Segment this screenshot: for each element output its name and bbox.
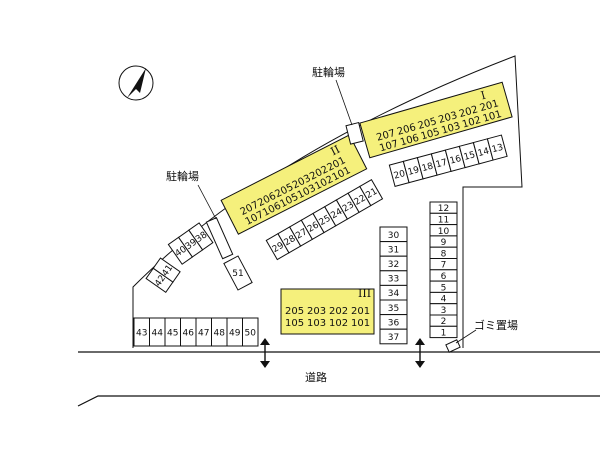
parking-col-30-37: 30 31 32 33 34 35 36 37 bbox=[379, 226, 408, 345]
room-number: 103 bbox=[440, 121, 461, 137]
parking-slot bbox=[429, 325, 458, 339]
building-id: I bbox=[479, 89, 487, 103]
bike-parking-structure bbox=[205, 217, 234, 260]
parking-slot-number: 46 bbox=[183, 329, 195, 339]
entrance-arrow-icon bbox=[260, 338, 270, 368]
parking-slot-number: 44 bbox=[152, 329, 164, 339]
parking-slot-number: 33 bbox=[388, 275, 399, 285]
road-label: 道路 bbox=[305, 370, 327, 384]
parking-slot-number: 10 bbox=[438, 227, 450, 237]
room-number: 205 bbox=[285, 306, 304, 317]
room-number: 203 bbox=[307, 306, 326, 317]
parking-slot-number: 35 bbox=[388, 304, 399, 314]
room-number: 202 bbox=[329, 306, 348, 317]
parking-slot-number: 15 bbox=[463, 150, 477, 163]
room-number: 101 bbox=[351, 318, 370, 329]
building-id: III bbox=[358, 287, 371, 300]
parking-slot-number: 51 bbox=[232, 269, 243, 279]
parking-slot bbox=[188, 222, 214, 251]
room-number: 102 bbox=[461, 115, 482, 131]
site-boundary bbox=[132, 55, 523, 348]
parking-slot-number: 27 bbox=[294, 227, 309, 241]
parking-slot-number: 6 bbox=[441, 272, 447, 282]
room-number: 103 bbox=[307, 318, 326, 329]
bike-parking-label: 駐輪場 bbox=[166, 169, 199, 183]
parking-slot-number: 48 bbox=[214, 329, 226, 339]
parking-slot-number: 22 bbox=[353, 193, 368, 207]
parking-slot-number: 49 bbox=[229, 329, 241, 339]
parking-51: 51 bbox=[223, 255, 253, 291]
parking-slot bbox=[242, 317, 259, 347]
room-number: 206 bbox=[396, 122, 417, 138]
room-number: 101 bbox=[482, 109, 503, 125]
room-number: 105 bbox=[420, 127, 441, 143]
parking-slot-number: 4 bbox=[441, 295, 447, 305]
parking-slot-number: 32 bbox=[388, 260, 399, 270]
room-number: 205 bbox=[417, 116, 438, 132]
parking-slot-number: 31 bbox=[388, 245, 399, 255]
parking-slot-number: 16 bbox=[449, 154, 463, 167]
parking-slot-number: 34 bbox=[388, 289, 400, 299]
room-number: 107 bbox=[378, 139, 399, 155]
parking-slot bbox=[152, 257, 181, 283]
room-number: 207 bbox=[375, 128, 396, 144]
parking-slot-number: 37 bbox=[388, 333, 399, 343]
trash-area-label: ゴミ置場 bbox=[474, 318, 518, 332]
bike-parking-label: 駐輪場 bbox=[312, 65, 345, 79]
parking-slot-number: 43 bbox=[136, 329, 147, 339]
room-number: 201 bbox=[351, 306, 370, 317]
leader-line bbox=[455, 329, 477, 344]
parking-slot-number: 45 bbox=[167, 329, 178, 339]
parking-slot-number: 5 bbox=[441, 283, 447, 293]
room-number: 203 bbox=[437, 110, 458, 126]
parking-slot-number: 30 bbox=[388, 231, 400, 241]
parking-slot-number: 17 bbox=[435, 158, 449, 171]
parking-slot-number: 8 bbox=[441, 249, 447, 259]
room-number: 201 bbox=[479, 98, 500, 114]
parking-slot-number: 11 bbox=[438, 215, 449, 225]
parking-slot-number: 47 bbox=[198, 329, 209, 339]
parking-slot bbox=[486, 134, 508, 161]
parking-slot-number: 1 bbox=[441, 328, 447, 338]
parking-slot-number: 3 bbox=[441, 306, 447, 316]
room-number: 105 bbox=[285, 318, 304, 329]
parking-slot-number: 9 bbox=[441, 238, 447, 248]
parking-slot-number: 12 bbox=[438, 204, 449, 214]
room-number: 102 bbox=[329, 318, 348, 329]
parking-slot-number: 2 bbox=[441, 317, 447, 327]
bike-parking-structure bbox=[345, 121, 364, 145]
parking-slot-number: 19 bbox=[407, 165, 421, 178]
room-number: 202 bbox=[458, 104, 479, 120]
parking-slot-number: 7 bbox=[441, 261, 447, 271]
parking-slot-number: 14 bbox=[477, 146, 491, 159]
parking-slot bbox=[359, 179, 384, 207]
parking-slot-number: 50 bbox=[245, 329, 257, 339]
north-arrow-icon bbox=[118, 65, 154, 101]
leader-line bbox=[197, 184, 217, 220]
room-number: 106 bbox=[399, 133, 420, 149]
parking-slot-number: 25 bbox=[318, 214, 333, 228]
parking-slot-number: 36 bbox=[388, 318, 400, 328]
parking-slot-number: 20 bbox=[393, 169, 407, 182]
entrance-arrow-icon bbox=[415, 338, 425, 368]
parking-slot-number: 21 bbox=[364, 187, 379, 201]
road-edge-south bbox=[77, 395, 600, 407]
parking-slot-number: 13 bbox=[491, 143, 505, 156]
parking-slot bbox=[379, 328, 408, 345]
parking-slot-number: 23 bbox=[341, 200, 356, 214]
parking-slot-number: 18 bbox=[421, 161, 435, 174]
leader-line bbox=[335, 79, 353, 126]
